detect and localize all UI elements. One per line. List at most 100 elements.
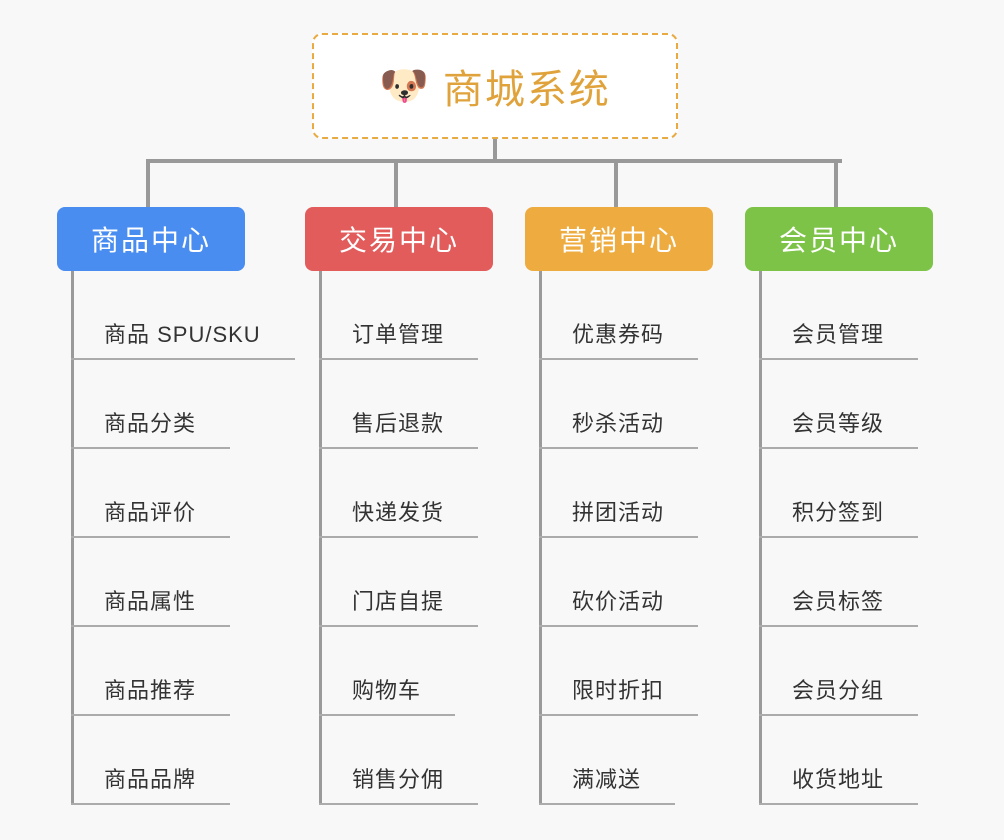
- leaf-item[interactable]: 商品品牌: [71, 716, 245, 805]
- leaf-underline: [759, 803, 918, 805]
- leaf-underline: [319, 358, 478, 360]
- leaf-item-label: 满减送: [572, 767, 642, 792]
- leaf-underline: [539, 625, 698, 627]
- leaf-item[interactable]: 商品推荐: [71, 627, 245, 716]
- leaf-item-label: 拼团活动: [572, 500, 665, 525]
- leaf-list-member-center: 会员管理会员等级积分签到会员标签会员分组收货地址: [759, 271, 933, 805]
- leaf-underline: [319, 803, 478, 805]
- category-box-marketing-center[interactable]: 营销中心: [525, 207, 713, 271]
- leaf-underline: [759, 536, 918, 538]
- category-label: 商品中心: [90, 225, 211, 256]
- leaf-item[interactable]: 拼团活动: [539, 449, 713, 538]
- category-label: 营销中心: [558, 225, 679, 256]
- leaf-item-label: 限时折扣: [572, 678, 665, 703]
- leaf-underline: [539, 714, 698, 716]
- category-box-product-center[interactable]: 商品中心: [57, 207, 245, 271]
- leaf-underline: [71, 714, 230, 716]
- leaf-underline: [71, 803, 230, 805]
- leaf-item[interactable]: 积分签到: [759, 449, 933, 538]
- category-box-member-center[interactable]: 会员中心: [745, 207, 933, 271]
- leaf-item[interactable]: 会员分组: [759, 627, 933, 716]
- leaf-item-label: 会员分组: [792, 678, 885, 703]
- root-node-label: 商城系统: [442, 68, 611, 112]
- connector-bus: [148, 159, 842, 163]
- trunk-line-product-center: [71, 271, 74, 805]
- connector-drop-product-center: [146, 159, 150, 207]
- connector-stem: [493, 139, 497, 162]
- leaf-list-product-center: 商品 SPU/SKU 商品分类商品评价商品属性商品推荐商品品牌: [71, 271, 295, 805]
- leaf-underline: [319, 625, 478, 627]
- root-node[interactable]: 🐶 商城系统: [312, 33, 678, 139]
- branch-column-marketing-center: 营销中心优惠券码秒杀活动拼团活动砍价活动限时折扣满减送: [525, 207, 713, 805]
- leaf-item[interactable]: 收货地址: [759, 716, 933, 805]
- leaf-underline: [539, 803, 675, 805]
- trunk-line-trade-center: [319, 271, 322, 805]
- leaf-underline: [759, 714, 918, 716]
- connector-drop-member-center: [834, 159, 838, 207]
- category-label: 交易中心: [338, 225, 459, 256]
- leaf-item-label: 会员等级: [792, 411, 885, 436]
- leaf-underline: [319, 536, 478, 538]
- leaf-underline: [319, 714, 455, 716]
- leaf-item[interactable]: 商品评价: [71, 449, 245, 538]
- leaf-list-trade-center: 订单管理售后退款快递发货门店自提购物车销售分佣: [319, 271, 493, 805]
- leaf-item-label: 积分签到: [792, 500, 885, 525]
- branch-column-product-center: 商品中心商品 SPU/SKU 商品分类商品评价商品属性商品推荐商品品牌: [57, 207, 295, 805]
- leaf-underline: [759, 625, 918, 627]
- leaf-item-label: 收货地址: [792, 767, 885, 792]
- leaf-item-label: 商品品牌: [104, 767, 197, 792]
- leaf-item[interactable]: 购物车: [319, 627, 493, 716]
- leaf-underline: [71, 625, 230, 627]
- leaf-item[interactable]: 商品属性: [71, 538, 245, 627]
- leaf-item-label: 会员标签: [792, 589, 885, 614]
- leaf-underline: [71, 447, 230, 449]
- leaf-item[interactable]: 砍价活动: [539, 538, 713, 627]
- leaf-item-label: 售后退款: [352, 411, 445, 436]
- trunk-line-member-center: [759, 271, 762, 805]
- leaf-underline: [759, 358, 918, 360]
- leaf-item-label: 商品推荐: [104, 678, 197, 703]
- branch-column-member-center: 会员中心会员管理会员等级积分签到会员标签会员分组收货地址: [745, 207, 933, 805]
- leaf-item[interactable]: 会员标签: [759, 538, 933, 627]
- leaf-item[interactable]: 门店自提: [319, 538, 493, 627]
- category-box-trade-center[interactable]: 交易中心: [305, 207, 493, 271]
- category-label: 会员中心: [778, 225, 899, 256]
- leaf-underline: [71, 536, 230, 538]
- leaf-item[interactable]: 快递发货: [319, 449, 493, 538]
- leaf-item[interactable]: 商品分类: [71, 360, 245, 449]
- leaf-item-label: 销售分佣: [352, 767, 445, 792]
- shiba-dog-face-icon: 🐶: [379, 64, 429, 108]
- leaf-item[interactable]: 会员等级: [759, 360, 933, 449]
- branch-column-trade-center: 交易中心订单管理售后退款快递发货门店自提购物车销售分佣: [305, 207, 493, 805]
- leaf-underline: [71, 358, 295, 360]
- leaf-item-label: 会员管理: [792, 322, 885, 347]
- leaf-underline: [539, 536, 698, 538]
- connector-drop-marketing-center: [614, 159, 618, 207]
- trunk-line-marketing-center: [539, 271, 542, 805]
- connector-drop-trade-center: [394, 159, 398, 207]
- leaf-item-label: 秒杀活动: [572, 411, 665, 436]
- leaf-item[interactable]: 销售分佣: [319, 716, 493, 805]
- leaf-item-label: 商品属性: [104, 589, 197, 614]
- leaf-item[interactable]: 商品 SPU/SKU: [71, 271, 295, 360]
- leaf-item-label: 快递发货: [352, 500, 445, 525]
- leaf-item[interactable]: 满减送: [539, 716, 713, 805]
- leaf-underline: [759, 447, 918, 449]
- leaf-item[interactable]: 会员管理: [759, 271, 933, 360]
- leaf-item-label: 商品评价: [104, 500, 197, 525]
- leaf-underline: [539, 447, 698, 449]
- leaf-item-label: 商品 SPU/SKU: [104, 322, 261, 347]
- leaf-item[interactable]: 秒杀活动: [539, 360, 713, 449]
- leaf-item[interactable]: 订单管理: [319, 271, 493, 360]
- leaf-item-label: 订单管理: [352, 322, 445, 347]
- leaf-underline: [319, 447, 478, 449]
- leaf-item[interactable]: 限时折扣: [539, 627, 713, 716]
- leaf-underline: [539, 358, 698, 360]
- leaf-item-label: 砍价活动: [572, 589, 665, 614]
- leaf-item[interactable]: 售后退款: [319, 360, 493, 449]
- leaf-item[interactable]: 优惠券码: [539, 271, 713, 360]
- leaf-list-marketing-center: 优惠券码秒杀活动拼团活动砍价活动限时折扣满减送: [539, 271, 713, 805]
- leaf-item-label: 优惠券码: [572, 322, 665, 347]
- leaf-item-label: 购物车: [352, 678, 422, 703]
